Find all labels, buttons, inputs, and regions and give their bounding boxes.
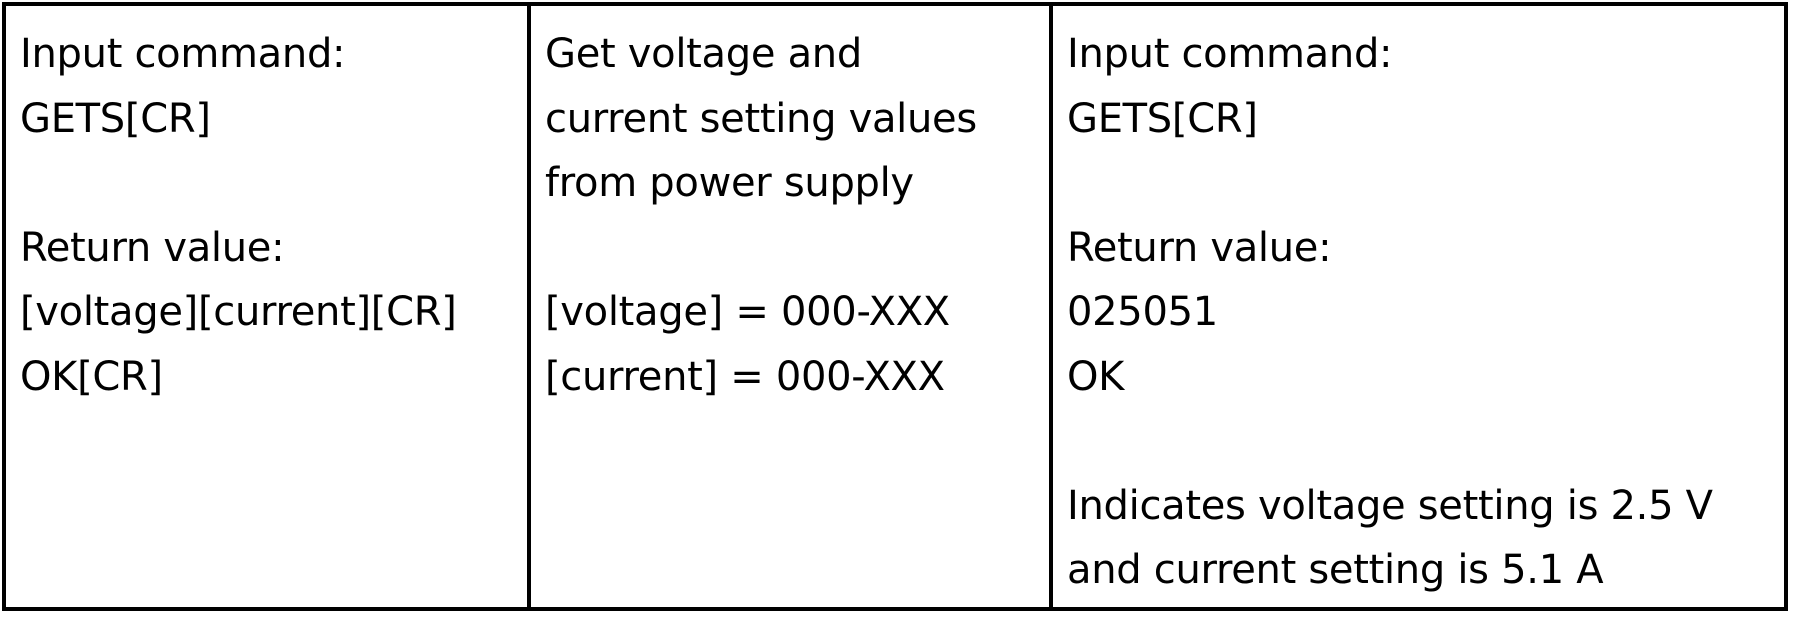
example-explanation-line-1: Indicates voltage setting is 2.5 V [1067,482,1713,529]
description-line-2: current setting values [545,95,977,142]
return-value-format: [voltage][current][CR] [20,289,457,335]
blank-line [545,216,1049,281]
example-input-label: Input command: [1067,31,1393,77]
example-ok-value: OK [1067,353,1125,400]
blank-line [20,151,527,216]
example-input-value: GETS[CR] [1067,95,1258,142]
voltage-format: [voltage] = 000-XXX [545,289,950,335]
return-ok-format: OK[CR] [20,353,163,400]
description-line-1: Get voltage and [545,31,862,77]
example-return-value: 025051 [1067,289,1218,335]
return-value-label: Return value: [20,224,285,271]
input-command-label: Input command: [20,31,346,77]
example-explanation-line-2: and current setting is 5.1 A [1067,547,1604,593]
command-column: Input command: GETS[CR] Return value: [v… [6,6,527,607]
example-column: Input command: GETS[CR] Return value: 02… [1049,6,1784,607]
blank-line [1067,151,1784,216]
description-line-3: from power supply [545,160,914,206]
blank-line [1067,409,1784,474]
current-format: [current] = 000-XXX [545,353,945,400]
input-command-value: GETS[CR] [20,95,211,142]
description-column: Get voltage and current setting values f… [527,6,1049,607]
example-return-label: Return value: [1067,224,1332,271]
